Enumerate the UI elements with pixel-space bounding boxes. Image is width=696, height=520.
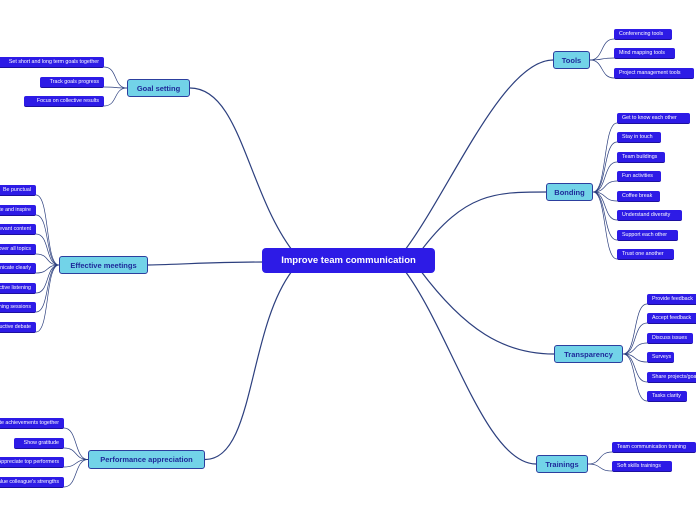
branch-appreciation[interactable]: Performance appreciation xyxy=(88,450,205,469)
subtopic-conferencing-tools[interactable]: Conferencing tools xyxy=(614,28,672,40)
subtopic-cover-all-topics[interactable]: Cover all topics xyxy=(0,243,36,255)
subtopic-fun-activities[interactable]: Fun activities xyxy=(617,170,661,182)
subtopic-surveys[interactable]: Surveys xyxy=(647,351,674,363)
connector-line xyxy=(622,342,648,355)
subtopic-support-each-other[interactable]: Support each other xyxy=(617,229,678,241)
connector-line xyxy=(419,269,555,355)
subtopic-show-gratitude[interactable]: Show gratitude xyxy=(14,437,64,449)
connector-line xyxy=(589,38,615,61)
connector-line xyxy=(103,66,128,89)
connector-line xyxy=(103,87,128,107)
connector-line xyxy=(592,180,618,193)
connector-line xyxy=(592,161,618,193)
subtopic-soft-skills-trainings[interactable]: Soft skills trainings xyxy=(612,460,672,472)
connector-line xyxy=(587,463,613,472)
connector-line xyxy=(35,233,60,266)
connector-line xyxy=(589,59,615,79)
subtopic-productive-debate[interactable]: Productive debate xyxy=(0,321,36,333)
subtopic-stay-in-touch[interactable]: Stay in touch xyxy=(617,131,661,143)
connector-line xyxy=(63,447,89,460)
subtopic-focus-on-collective-results[interactable]: Focus on collective results xyxy=(24,95,104,107)
connector-line xyxy=(592,141,618,193)
subtopic-set-short-and-long-term-goals-together[interactable]: Set short and long term goals together xyxy=(0,56,104,68)
subtopic-communicate-clearly[interactable]: Communicate clearly xyxy=(0,262,36,274)
subtopic-trust-one-another[interactable]: Trust one another xyxy=(617,248,674,260)
subtopic-active-listening[interactable]: Active listening xyxy=(0,282,36,294)
connector-line xyxy=(622,303,648,355)
branch-meetings[interactable]: Effective meetings xyxy=(59,256,148,274)
connector-line xyxy=(404,59,554,251)
subtopic-team-buildings[interactable]: Team buildings xyxy=(617,151,665,163)
branch-transparency[interactable]: Transparency xyxy=(554,345,623,363)
subtopic-relevant-content[interactable]: Relevant content xyxy=(0,223,36,235)
connector-line xyxy=(404,270,537,465)
connector-line xyxy=(622,322,648,355)
connector-line xyxy=(35,264,60,313)
connector-line xyxy=(419,191,547,253)
subtopic-discuss-issues[interactable]: Discuss issues xyxy=(647,332,693,344)
connector-line xyxy=(63,427,89,460)
connector-line xyxy=(587,451,613,465)
subtopic-understand-diversity[interactable]: Understand diversity xyxy=(617,209,682,221)
subtopic-motivate-and-inspire[interactable]: Motivate and inspire xyxy=(0,204,36,216)
connector-line xyxy=(35,264,60,333)
connector-line xyxy=(35,253,60,266)
connector-line xyxy=(592,191,618,260)
branch-tools[interactable]: Tools xyxy=(553,51,590,69)
subtopic-brainstorming-sessions[interactable]: Brainstorming sessions xyxy=(0,301,36,313)
subtopic-value-colleague-s-strengths[interactable]: Value colleague's strengths xyxy=(0,476,64,488)
connector-line xyxy=(35,214,60,266)
connector-line xyxy=(622,353,648,402)
subtopic-tasks-clarity[interactable]: Tasks clarity xyxy=(647,390,687,402)
connector-line xyxy=(592,122,618,193)
subtopic-be-punctual[interactable]: Be punctual xyxy=(0,184,36,196)
subtopic-get-to-know-each-other[interactable]: Get to know each other xyxy=(617,112,690,124)
connector-line xyxy=(35,194,60,266)
branch-trainings[interactable]: Trainings xyxy=(536,455,588,473)
subtopic-track-goals-progress[interactable]: Track goals progress xyxy=(40,76,104,88)
connector-line xyxy=(147,261,265,266)
connector-line xyxy=(63,459,89,488)
branch-bonding[interactable]: Bonding xyxy=(546,183,593,201)
subtopic-project-management-tools[interactable]: Project management tools xyxy=(614,67,694,79)
subtopic-appreciate-top-performers[interactable]: Appreciate top performers xyxy=(0,456,64,468)
connector-line xyxy=(592,191,618,241)
branch-goal[interactable]: Goal setting xyxy=(127,79,190,97)
central-topic[interactable]: Improve team communication xyxy=(262,248,435,273)
connector-line xyxy=(589,57,615,61)
connector-line xyxy=(204,270,293,461)
subtopic-provide-feedback[interactable]: Provide feedback xyxy=(647,293,696,305)
subtopic-accept-feedback[interactable]: Accept feedback xyxy=(647,312,696,324)
subtopic-mind-mapping-tools[interactable]: Mind mapping tools xyxy=(614,47,675,59)
subtopic-coffee-break[interactable]: Coffee break xyxy=(617,190,660,202)
subtopic-share-projects-goals[interactable]: Share projects/goals xyxy=(647,371,696,383)
subtopic-team-communication-training[interactable]: Team communication training xyxy=(612,441,696,453)
connector-line xyxy=(189,87,293,251)
subtopic-celebrate-achievements-together[interactable]: Celebrate achievements together xyxy=(0,417,64,429)
